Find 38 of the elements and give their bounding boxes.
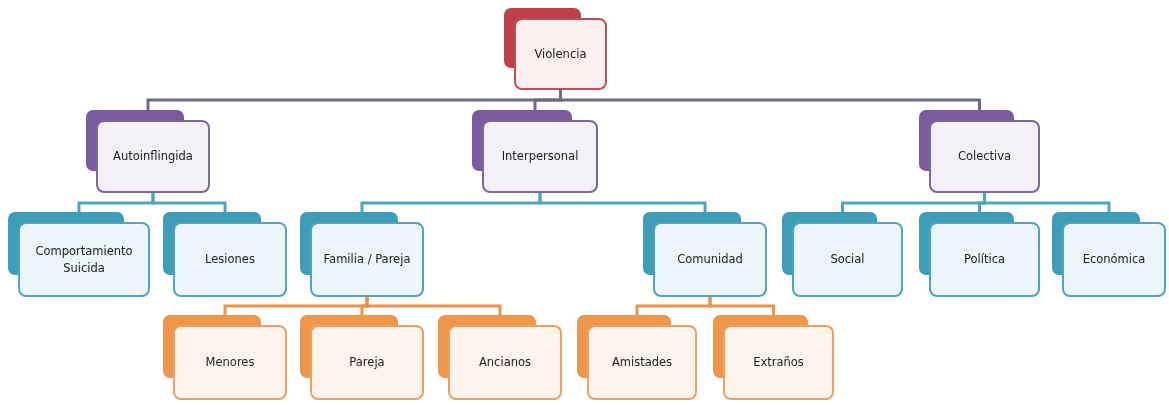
box-label: Pareja	[349, 354, 385, 371]
box-label: Autoinflingida	[113, 148, 193, 165]
stacked-box	[163, 315, 287, 400]
stacked-box	[163, 212, 287, 297]
box-label: Ancianos	[478, 354, 531, 371]
stacked-box	[577, 315, 697, 400]
box-label: Comunidad	[677, 251, 743, 268]
connector-line	[559, 90, 981, 110]
box-label: Colectiva	[957, 148, 1012, 165]
box-label: Política	[964, 251, 1005, 268]
box-label: Amistades	[611, 354, 673, 371]
stacked-box	[919, 110, 1040, 193]
box-label: Extraños	[753, 354, 804, 371]
stacked-box	[472, 110, 598, 193]
stacked-box	[919, 212, 1040, 297]
stacked-box	[713, 315, 834, 400]
stacked-box	[1052, 212, 1166, 297]
box-label: Comportamiento Suicida	[34, 242, 134, 277]
stacked-box	[438, 315, 562, 400]
connector-line	[983, 193, 1111, 212]
box-label: Menores	[205, 354, 255, 371]
box-label: Social	[830, 251, 865, 268]
box-label: Violencia	[534, 45, 587, 63]
box-label: Familia / Pareja	[323, 251, 411, 268]
box-label: Económica	[1082, 251, 1146, 268]
stacked-box	[504, 8, 607, 90]
connector-line	[538, 193, 707, 212]
stacked-box	[300, 315, 424, 400]
connector-line	[365, 297, 502, 315]
stacked-box	[86, 110, 210, 193]
connector-line	[151, 193, 227, 212]
box-label: Interpersonal	[501, 148, 579, 165]
stacked-box	[643, 212, 767, 297]
box-label: Lesiones	[205, 251, 255, 268]
stacked-box	[300, 212, 424, 297]
stacked-box	[782, 212, 903, 297]
stacked-box	[8, 212, 150, 297]
connector-line	[708, 297, 775, 315]
